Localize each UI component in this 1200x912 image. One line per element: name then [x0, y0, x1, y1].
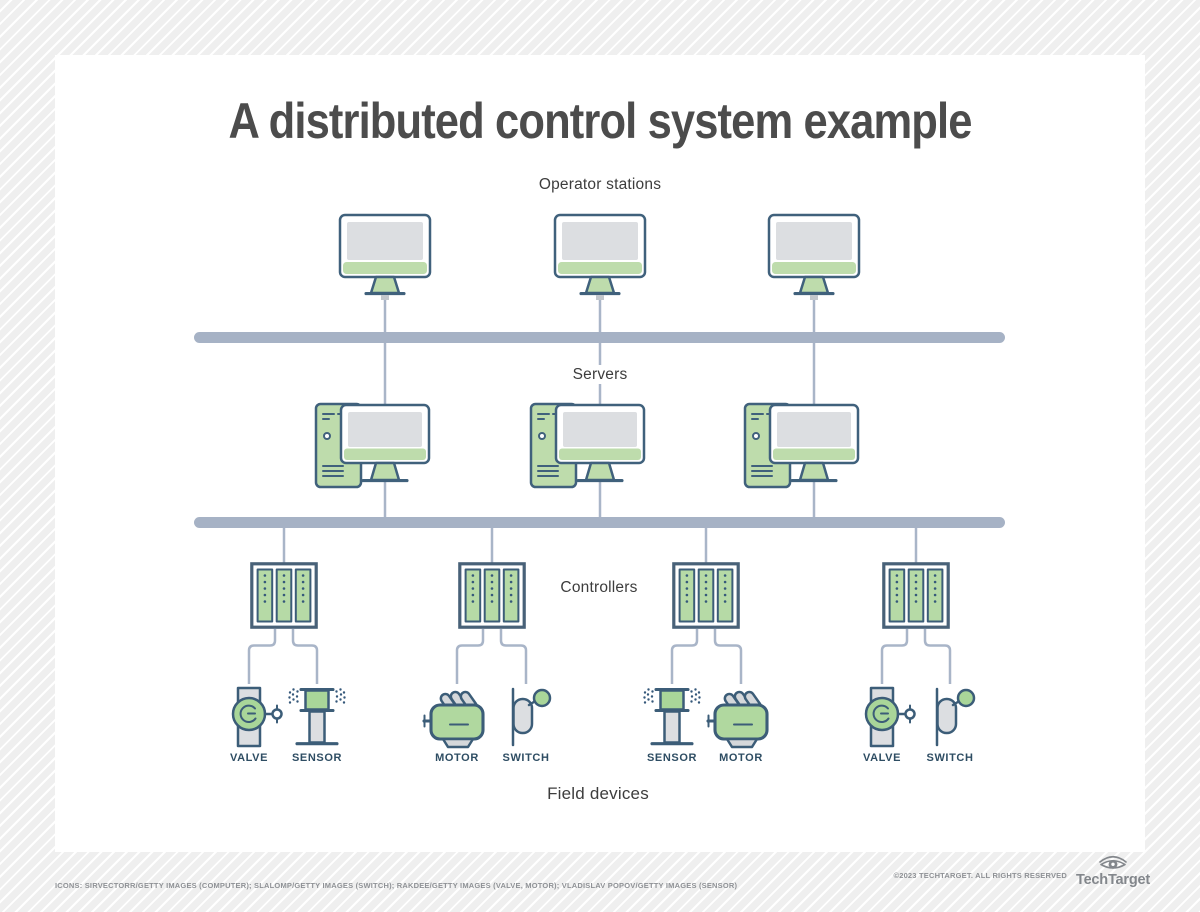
- controller-drop-lines: [282, 528, 918, 564]
- device-label-switch: SWITCH: [502, 752, 550, 764]
- eye-icon: [1099, 855, 1127, 869]
- motor-icon: [706, 688, 769, 749]
- copyright-text: ©2023 TECHTARGET. ALL RIGHTS RESERVED: [893, 870, 1067, 880]
- field-device-fork-lines: [247, 629, 952, 684]
- server-drop-lines: [383, 343, 816, 517]
- device-label-valve: VALVE: [229, 752, 269, 764]
- device-label-motor: MOTOR: [719, 752, 763, 764]
- device-label-sensor: SENSOR: [646, 752, 698, 764]
- icon-credits: ICONS: SIRVECTORR/GETTY IMAGES (COMPUTER…: [55, 881, 738, 890]
- controller-icon: [672, 562, 740, 629]
- bus-bar-lower: [194, 517, 1005, 528]
- monitor-drop-lines: [383, 297, 816, 332]
- device-label-motor: MOTOR: [435, 752, 479, 764]
- operator-station-icon: [338, 213, 432, 302]
- switch-icon: [935, 687, 976, 747]
- bus-bar-upper: [194, 332, 1005, 343]
- device-label-switch: SWITCH: [926, 752, 974, 764]
- field-devices-label: Field devices: [547, 784, 649, 803]
- switch-icon: [511, 687, 552, 747]
- controller-icon: [882, 562, 950, 629]
- sensor-icon: [286, 686, 348, 746]
- operator-stations-label: Operator stations: [538, 176, 662, 193]
- techtarget-logo: TechTarget: [1076, 855, 1150, 888]
- controller-icon: [250, 562, 318, 629]
- operator-station-icon: [553, 213, 647, 302]
- page-title: A distributed control system example: [228, 93, 972, 149]
- device-label-sensor: SENSOR: [291, 752, 343, 764]
- sensor-icon: [641, 686, 703, 746]
- brand-wordmark: TechTarget: [1075, 872, 1150, 888]
- motor-icon: [422, 688, 485, 749]
- valve-icon: [864, 686, 916, 748]
- valve-icon: [231, 686, 283, 748]
- controllers-label: Controllers: [560, 579, 638, 596]
- diagram-card: A distributed control system example Ope…: [55, 55, 1145, 852]
- controller-icon: [458, 562, 526, 629]
- device-label-valve: VALVE: [862, 752, 902, 764]
- server-icon: [743, 402, 860, 489]
- operator-station-icon: [767, 213, 861, 302]
- dcs-diagram: [194, 213, 1005, 749]
- servers-label: Servers: [564, 365, 636, 384]
- server-icon: [314, 402, 431, 489]
- footer-right: ©2023 TECHTARGET. ALL RIGHTS RESERVED Te…: [893, 855, 1150, 888]
- server-icon: [529, 402, 646, 489]
